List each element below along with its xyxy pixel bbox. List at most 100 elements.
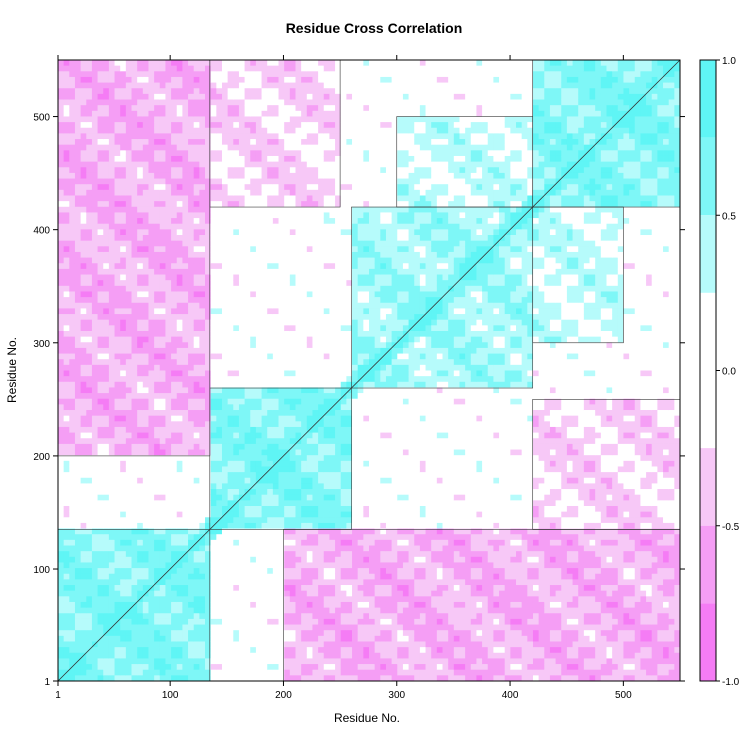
heatmap-cell [120,573,127,580]
heatmap-cell [91,127,98,134]
heatmap-cell [80,381,87,388]
heatmap-cell [91,353,98,360]
heatmap-cell [58,624,65,631]
heatmap-cell [148,325,155,332]
heatmap-cell [267,240,274,247]
heatmap-cell [125,251,132,258]
heatmap-cell [97,630,104,637]
heatmap-cell [91,291,98,298]
heatmap-cell [148,133,155,140]
heatmap-cell [289,99,296,106]
heatmap-cell [244,105,251,112]
heatmap-cell [244,641,251,648]
heatmap-cell [131,477,138,484]
heatmap-cell [74,449,82,456]
heatmap-cell [142,472,149,479]
heatmap-cell [165,421,172,428]
heatmap-cell [244,257,251,264]
heatmap-cell [131,127,138,134]
heatmap-cell [289,472,296,479]
heatmap-cell [295,110,302,117]
heatmap-cell [261,630,268,637]
heatmap-cell [261,359,268,366]
heatmap-cell [86,415,93,422]
heatmap-cell [159,274,166,281]
heatmap-cell [91,150,98,157]
heatmap-cell [261,172,268,179]
heatmap-cell [255,398,262,405]
heatmap-cell [131,240,138,247]
heatmap-cell [63,381,70,388]
heatmap-cell [289,268,296,275]
heatmap-cell [188,641,195,648]
heatmap-cell [182,127,189,134]
heatmap-cell [188,178,195,185]
heatmap-cell [165,274,172,281]
heatmap-cell [74,364,82,371]
heatmap-cell [238,562,245,569]
heatmap-cell [233,438,240,445]
heatmap-cell [199,404,206,411]
heatmap-cell [148,489,155,496]
heatmap-cell [188,522,195,529]
heatmap-cell [188,319,195,326]
heatmap-cell [154,229,161,236]
heatmap-cell [193,139,200,146]
heatmap-cell [80,150,87,157]
heatmap-cell [193,511,200,518]
heatmap-cell [205,364,212,371]
heatmap-cell [154,206,161,213]
heatmap-cell [250,60,257,67]
heatmap-cell [108,206,115,213]
heatmap-cell [301,342,308,349]
heatmap-cell [210,438,217,445]
heatmap-cell [86,184,93,191]
heatmap-cell [205,404,212,411]
heatmap-cell [142,184,149,191]
heatmap-cell [216,364,223,371]
heatmap-cell [244,455,251,462]
heatmap-cell [120,601,127,609]
heatmap-cell [176,528,183,535]
heatmap-cell [205,206,212,213]
heatmap-cell [137,551,144,558]
heatmap-cell [103,675,110,682]
heatmap-cell [108,353,115,360]
heatmap-cell [182,579,189,586]
heatmap-cell [301,212,308,219]
heatmap-cell [148,116,155,123]
heatmap-cell [97,280,104,287]
heatmap-cell [114,489,121,496]
heatmap-cell [69,82,76,89]
heatmap-cell [233,122,240,129]
heatmap-cell [131,342,138,349]
heatmap-cell [159,155,166,163]
heatmap-cell [120,212,127,219]
heatmap-cell [63,466,70,473]
heatmap-cell [148,172,155,179]
heatmap-cell [227,618,234,625]
heatmap-cell [306,443,313,450]
heatmap-cell [154,257,161,264]
heatmap-cell [205,489,212,496]
heatmap-cell [91,144,98,151]
heatmap-cell [58,184,65,191]
heatmap-cell [255,449,262,456]
heatmap-cell [244,415,251,422]
heatmap-cell [74,393,82,400]
heatmap-cell [58,172,65,179]
heatmap-cell [199,127,206,134]
heatmap-cell [131,528,138,535]
heatmap-cell [244,110,251,117]
heatmap-cell [165,240,172,247]
heatmap-cell [86,229,93,236]
heatmap-cell [306,308,313,315]
heatmap-cell [227,370,234,377]
heatmap-cell [63,353,70,360]
heatmap-cell [221,116,229,123]
heatmap-cell [306,246,313,253]
heatmap-cell [69,517,76,524]
heatmap-cell [193,88,200,95]
heatmap-cell [74,398,82,405]
heatmap-cell [284,500,291,507]
